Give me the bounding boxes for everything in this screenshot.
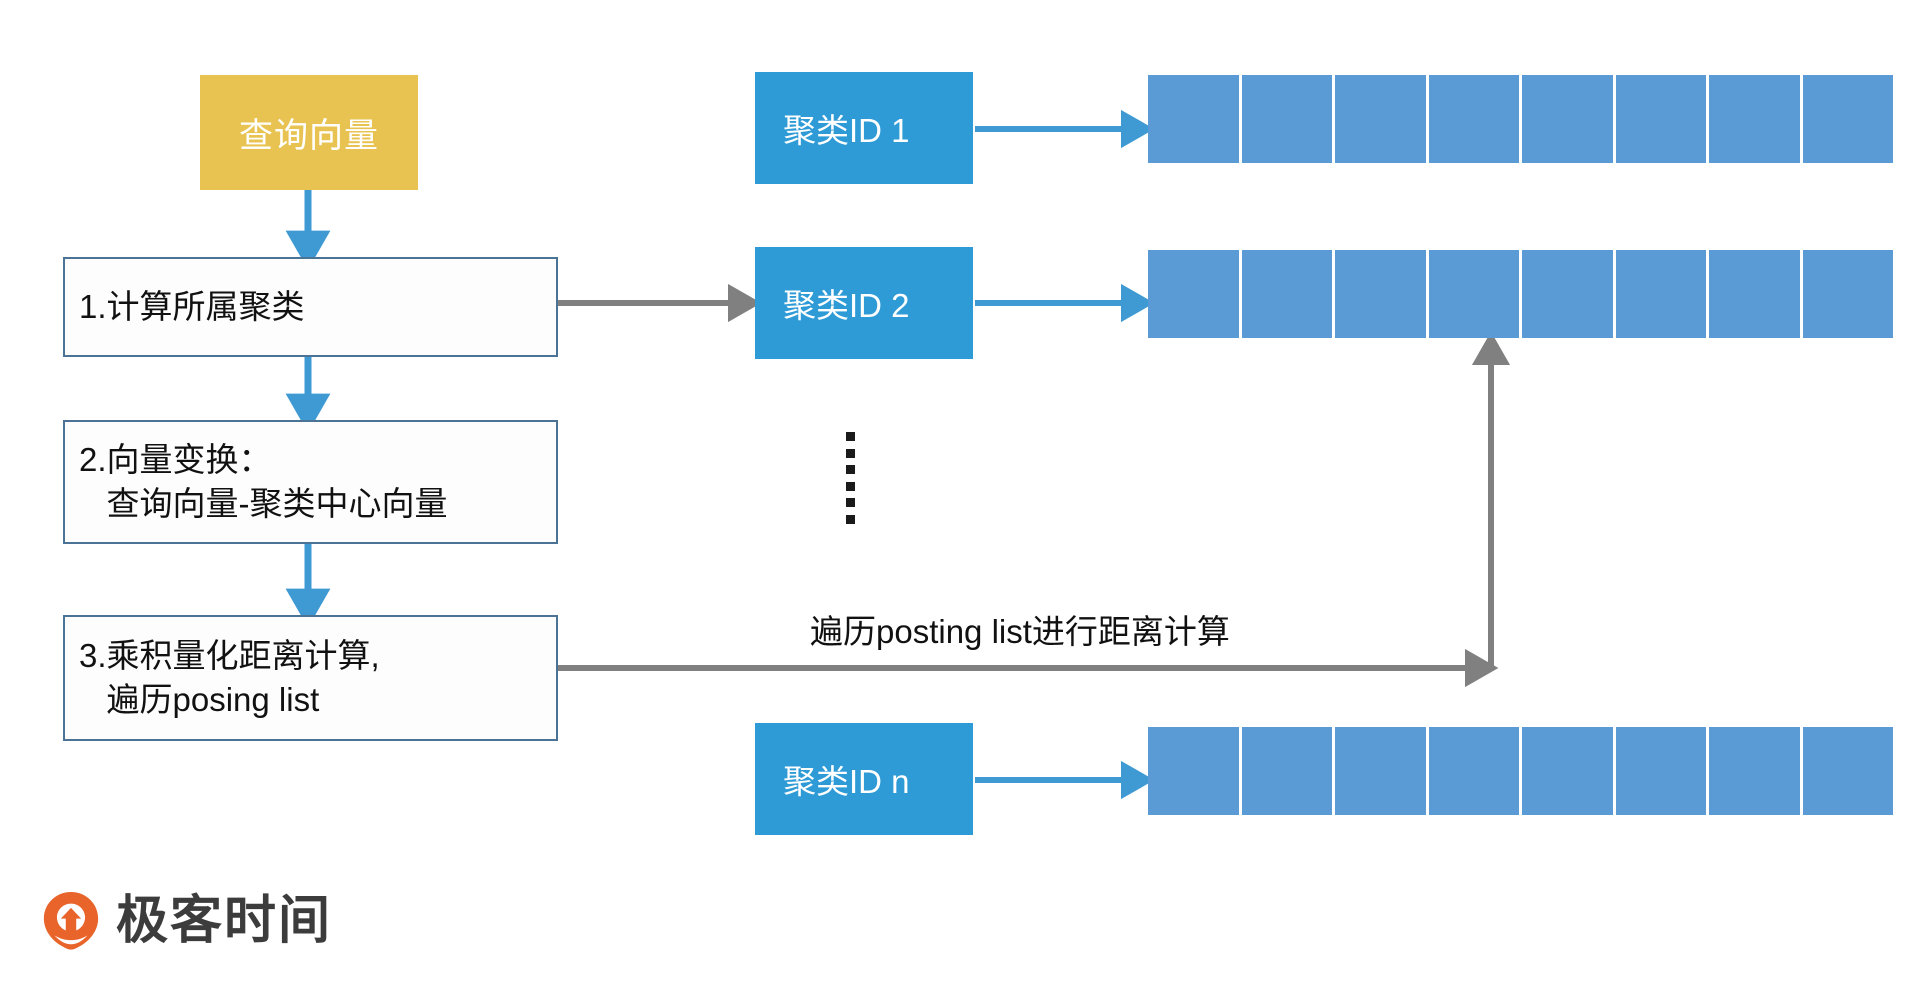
posting-list-cell[interactable] xyxy=(1148,75,1242,163)
geektime-logo-icon xyxy=(40,890,102,952)
ellipsis-dot xyxy=(846,498,855,508)
posting-list-cell[interactable] xyxy=(1335,75,1429,163)
cluster-id-box-1[interactable]: 聚类ID 1 xyxy=(755,72,973,184)
posting-list-cell[interactable] xyxy=(1335,727,1429,815)
posting-list-n[interactable] xyxy=(1148,727,1893,815)
posting-list-cell[interactable] xyxy=(1802,75,1893,163)
geektime-logo-text: 极客时间 xyxy=(116,891,333,951)
ellipsis-dot xyxy=(846,465,855,475)
query-vector-label: 查询向量 xyxy=(239,117,379,155)
ellipsis-dot xyxy=(846,448,855,458)
step-1-label: 1.计算所属聚类 xyxy=(79,288,305,326)
posting-list-cell[interactable] xyxy=(1615,250,1709,338)
geektime-logo: 极客时间 xyxy=(40,890,332,952)
posting-list-cell[interactable] xyxy=(1241,75,1335,163)
posting-list-cell[interactable] xyxy=(1428,727,1522,815)
ellipsis-dot xyxy=(846,514,855,524)
posting-list-cell[interactable] xyxy=(1148,250,1242,338)
posting-list-1[interactable] xyxy=(1148,75,1893,163)
cluster-id-label-n: 聚类ID n xyxy=(783,763,910,800)
posting-list-cell[interactable] xyxy=(1522,250,1616,338)
cluster-id-box-2[interactable]: 聚类ID 2 xyxy=(755,247,973,359)
posting-list-cell[interactable] xyxy=(1335,250,1429,338)
posting-list-cell[interactable] xyxy=(1709,727,1803,815)
posting-list-cell[interactable] xyxy=(1522,75,1616,163)
posting-list-cell[interactable] xyxy=(1802,727,1893,815)
posting-list-cell[interactable] xyxy=(1522,727,1616,815)
ellipsis-dot xyxy=(846,481,855,491)
traverse-posting-list-label: 遍历posting list进行距离计算 xyxy=(810,613,1230,650)
cluster-id-box-n[interactable]: 聚类ID n xyxy=(755,723,973,835)
posting-list-cell[interactable] xyxy=(1709,250,1803,338)
query-vector-box[interactable]: 查询向量 xyxy=(200,75,418,190)
cluster-id-label-1: 聚类ID 1 xyxy=(783,112,910,149)
step-box-3[interactable]: 3.乘积量化距离计算, 遍历posing list xyxy=(63,615,558,741)
posting-list-cell[interactable] xyxy=(1615,75,1709,163)
posting-list-cell[interactable] xyxy=(1241,250,1335,338)
posting-list-cell[interactable] xyxy=(1802,250,1893,338)
posting-list-cell[interactable] xyxy=(1709,75,1803,163)
step-box-1[interactable]: 1.计算所属聚类 xyxy=(63,257,558,357)
step-3-label: 3.乘积量化距离计算, 遍历posing list xyxy=(79,637,380,718)
cluster-id-label-2: 聚类ID 2 xyxy=(783,287,910,324)
vertical-ellipsis-icon xyxy=(845,432,856,524)
posting-list-cell[interactable] xyxy=(1148,727,1242,815)
ellipsis-dot xyxy=(846,432,855,441)
step-2-label: 2.向量变换： 查询向量-聚类中心向量 xyxy=(79,441,448,522)
posting-list-cell[interactable] xyxy=(1428,75,1522,163)
posting-list-cell[interactable] xyxy=(1241,727,1335,815)
step-box-2[interactable]: 2.向量变换： 查询向量-聚类中心向量 xyxy=(63,420,558,544)
posting-list-cell[interactable] xyxy=(1615,727,1709,815)
posting-list-cell[interactable] xyxy=(1428,250,1522,338)
posting-list-2[interactable] xyxy=(1148,250,1893,338)
